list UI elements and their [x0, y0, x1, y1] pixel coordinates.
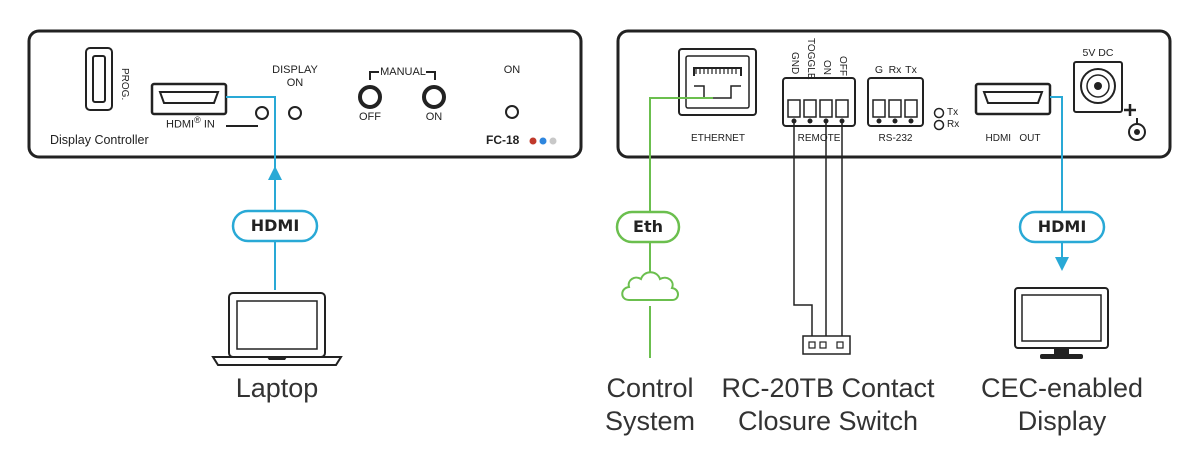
- hdmi-out-port: [974, 82, 1052, 116]
- manual-on-label: ON: [425, 111, 443, 123]
- manual-bracket: [369, 71, 436, 80]
- remote-label: REMOTE: [797, 133, 841, 144]
- control-system-label-line1: Control: [606, 373, 694, 403]
- remote-pin-on: ON: [821, 60, 832, 75]
- hdmi-in-suffix: IN: [203, 118, 215, 131]
- on-led: [505, 105, 519, 119]
- left-device-panel: [27, 29, 583, 159]
- laptop-hdmi-arrow: [268, 166, 282, 180]
- eth-pill: [615, 210, 681, 244]
- manual-label: MANUAL: [380, 66, 426, 78]
- rs232-label: RS-232: [878, 133, 913, 144]
- laptop-hdmi-label: HDMI: [250, 216, 300, 235]
- laptop-label: Laptop: [235, 373, 319, 403]
- switch-label-line1: RC-20TB Contact: [721, 373, 935, 403]
- model-dot-red: [529, 137, 537, 145]
- switch-label-line2: Closure Switch: [737, 406, 919, 436]
- display-label-line2: Display: [1017, 406, 1107, 436]
- hdmi-in-reg: ®: [194, 115, 201, 125]
- manual-off-button: [358, 85, 382, 109]
- usb-prog-port: [85, 47, 113, 111]
- display-controller-label: Display Controller: [50, 133, 149, 147]
- laptop-icon: [211, 292, 343, 366]
- tx-led: [933, 107, 945, 119]
- rs232-pin-rx: Rx: [888, 64, 902, 76]
- hdmi-in-label: HDMI® IN: [166, 114, 215, 131]
- power-label: 5V DC: [1082, 47, 1114, 59]
- contact-closure-switch-icon: [802, 335, 851, 355]
- ethernet-port: [678, 48, 757, 116]
- display-on-label-line2: ON: [286, 77, 304, 89]
- rx-led: [933, 119, 945, 131]
- remote-pin-gnd: GND: [789, 52, 800, 75]
- power-polarity-icon: [1124, 104, 1146, 141]
- rs232-terminal-block: [867, 77, 924, 127]
- remote-pin-off: OFF: [837, 56, 848, 76]
- control-system-label-line2: System: [604, 406, 696, 436]
- display-hdmi-arrow: [1055, 257, 1069, 271]
- display-hdmi-cable: [1050, 96, 1063, 211]
- model-dot-gray: [549, 137, 557, 145]
- display-on-label-line1: DISPLAY: [272, 64, 318, 76]
- display-on-led: [288, 106, 302, 120]
- eth-cable-label: Eth: [633, 217, 663, 236]
- ethernet-label: ETHERNET: [691, 133, 745, 144]
- monitor-icon: [1014, 287, 1109, 359]
- display-hdmi-pill: [1018, 210, 1106, 244]
- rx-led-label: Rx: [947, 119, 960, 130]
- display-label-line1: CEC-enabled: [980, 373, 1144, 403]
- hdmi-out-label: HDMI OUT: [985, 133, 1041, 144]
- remote-pin-toggle: TOGGLE: [805, 38, 816, 80]
- remote-terminal-block: [782, 77, 856, 127]
- cloud-icon: [621, 271, 679, 301]
- hdmi-in-led: [255, 106, 269, 120]
- power-jack: [1073, 61, 1123, 113]
- manual-off-label: OFF: [359, 111, 381, 123]
- ethernet-cable: [649, 97, 713, 212]
- manual-on-button: [422, 85, 446, 109]
- model-label: FC-18: [486, 133, 520, 147]
- model-dot-blue: [539, 137, 547, 145]
- on-label: ON: [503, 64, 521, 76]
- rs232-pin-g: G: [874, 64, 884, 76]
- hdmi-in-port: [150, 82, 228, 116]
- laptop-hdmi-pill: [231, 209, 319, 243]
- prog-label: PROG.: [119, 68, 130, 101]
- laptop-hdmi-cable-top: [226, 96, 276, 176]
- wire-gnd: [793, 121, 813, 342]
- tx-led-label: Tx: [947, 107, 959, 118]
- hdmi-in-text: HDMI: [166, 118, 195, 131]
- display-hdmi-label: HDMI: [1037, 217, 1087, 236]
- rs232-pin-tx: Tx: [905, 64, 917, 76]
